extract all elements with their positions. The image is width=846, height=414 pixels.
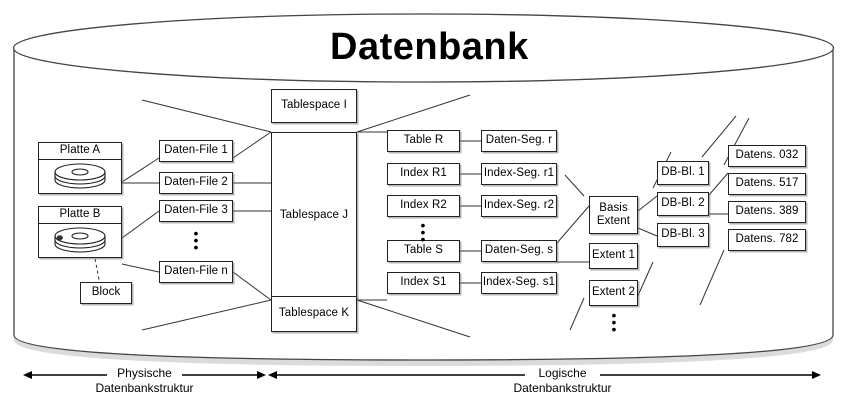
- object-table-s[interactable]: Table S: [387, 240, 460, 262]
- footer-logical-line1: Logische: [538, 366, 587, 380]
- segment-daten-seg-s[interactable]: Daten-Seg. s: [481, 240, 557, 262]
- disk-platte-b-label: Platte B: [39, 207, 121, 224]
- daten-file-3[interactable]: Daten-File 3: [159, 200, 233, 222]
- disk-platter-icon: [39, 224, 121, 257]
- db-block-3[interactable]: DB-Bl. 3: [657, 223, 709, 247]
- db-block-1[interactable]: DB-Bl. 1: [657, 161, 709, 185]
- segment-index-seg-r1[interactable]: Index-Seg. r1: [481, 163, 557, 185]
- daten-file-n[interactable]: Daten-File n: [159, 261, 233, 283]
- extent-2[interactable]: Extent 2: [589, 280, 638, 306]
- object-index-r1[interactable]: Index R1: [387, 163, 460, 185]
- block-box[interactable]: Block: [80, 282, 132, 304]
- segment-daten-seg-r[interactable]: Daten-Seg. r: [481, 130, 557, 152]
- tablespace-i[interactable]: Tablespace I: [271, 89, 357, 123]
- footer-physical-label: Physische Datenbankstruktur: [95, 366, 193, 395]
- object-index-s1[interactable]: Index S1: [387, 272, 460, 294]
- record-782[interactable]: Datens. 782: [728, 229, 806, 251]
- disk-platter-icon: [39, 160, 121, 193]
- segment-index-seg-s1[interactable]: Index-Seg. s1: [481, 272, 557, 294]
- object-index-r2[interactable]: Index R2: [387, 195, 460, 217]
- disk-platte-a[interactable]: Platte A: [38, 142, 122, 194]
- object-ellipsis: •••: [420, 217, 426, 247]
- daten-file-ellipsis: •••: [193, 225, 199, 255]
- footer-physical-line1: Physische: [117, 366, 172, 380]
- object-table-r[interactable]: Table R: [387, 130, 460, 152]
- tablespace-j[interactable]: Tablespace J: [271, 132, 357, 300]
- extent-ellipsis: •••: [611, 307, 617, 337]
- daten-file-2[interactable]: Daten-File 2: [159, 172, 233, 194]
- footer-logical-line2: Datenbankstruktur: [513, 381, 612, 395]
- segment-index-seg-r2[interactable]: Index-Seg. r2: [481, 195, 557, 217]
- tablespace-k[interactable]: Tablespace K: [271, 296, 357, 332]
- record-517[interactable]: Datens. 517: [728, 173, 806, 195]
- daten-file-1[interactable]: Daten-File 1: [159, 140, 233, 162]
- diagram-title: Datenbank: [330, 26, 529, 68]
- extent-1[interactable]: Extent 1: [589, 243, 638, 269]
- disk-platte-b[interactable]: Platte B: [38, 206, 122, 258]
- connector-lines: [93, 94, 750, 338]
- cylinder-top-ellipse: [12, 13, 835, 83]
- extent-basis[interactable]: Basis Extent: [589, 196, 638, 234]
- record-389[interactable]: Datens. 389: [728, 201, 806, 223]
- record-032[interactable]: Datens. 032: [728, 145, 806, 167]
- footer-physical-line2: Datenbankstruktur: [95, 381, 194, 395]
- disk-platte-a-label: Platte A: [39, 143, 121, 160]
- extent-basis-line2: Extent: [596, 215, 631, 227]
- footer-logical-label: Logische Datenbankstruktur: [513, 366, 611, 395]
- db-block-2[interactable]: DB-Bl. 2: [657, 192, 709, 216]
- extent-basis-line1: Basis: [599, 201, 628, 214]
